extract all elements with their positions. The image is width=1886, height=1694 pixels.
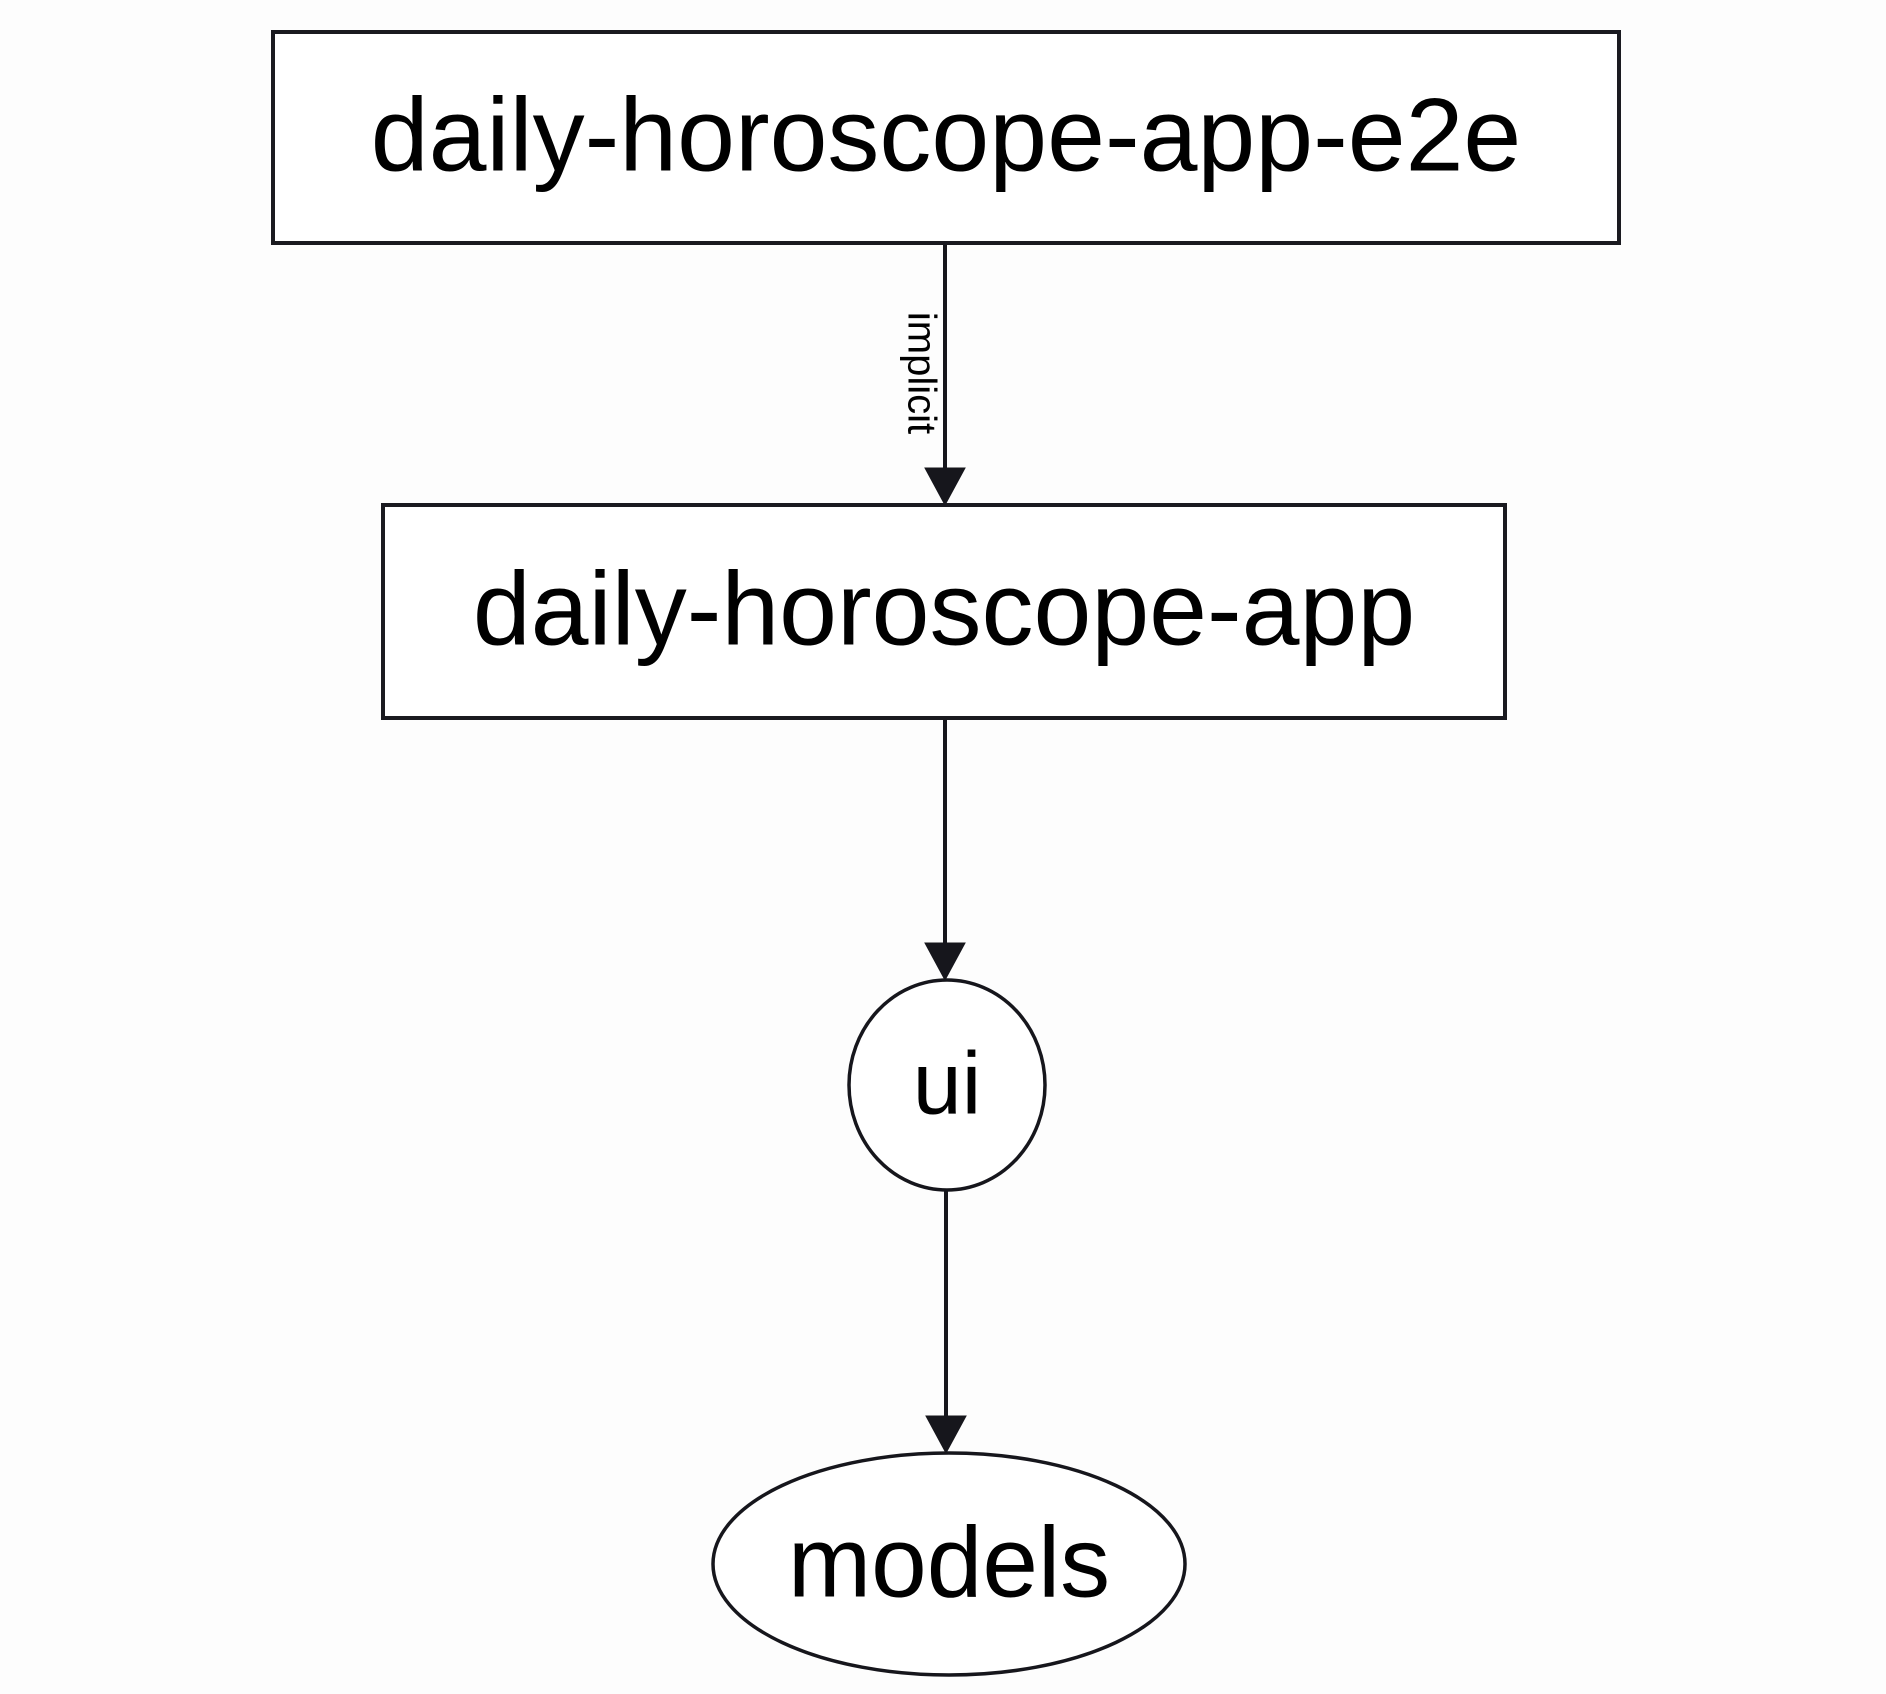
node-daily-horoscope-app-label: daily-horoscope-app bbox=[473, 551, 1415, 667]
node-daily-horoscope-app[interactable]: daily-horoscope-app bbox=[381, 503, 1507, 720]
node-ui[interactable]: ui bbox=[847, 978, 1047, 1192]
node-daily-horoscope-app-e2e-label: daily-horoscope-app-e2e bbox=[371, 77, 1522, 193]
node-models-label: models bbox=[788, 1506, 1110, 1618]
node-models-ellipse bbox=[711, 1451, 1187, 1677]
edge-app-to-ui[interactable] bbox=[924, 718, 966, 982]
edge-e2e-to-app[interactable]: implicit bbox=[899, 243, 966, 507]
edge-ui-to-models-arrowhead bbox=[925, 1415, 967, 1455]
node-daily-horoscope-app-e2e[interactable]: daily-horoscope-app-e2e bbox=[271, 30, 1621, 245]
edge-e2e-to-app-arrowhead bbox=[924, 467, 966, 507]
edge-app-to-ui-arrowhead bbox=[924, 942, 966, 982]
node-ui-ellipse bbox=[847, 978, 1047, 1192]
node-models[interactable]: models bbox=[711, 1451, 1187, 1677]
node-daily-horoscope-app-rect bbox=[381, 503, 1507, 720]
edge-ui-to-models[interactable] bbox=[925, 1190, 967, 1455]
node-daily-horoscope-app-e2e-rect bbox=[271, 30, 1621, 245]
node-ui-label: ui bbox=[913, 1033, 982, 1132]
edge-label-implicit: implicit bbox=[899, 312, 943, 434]
